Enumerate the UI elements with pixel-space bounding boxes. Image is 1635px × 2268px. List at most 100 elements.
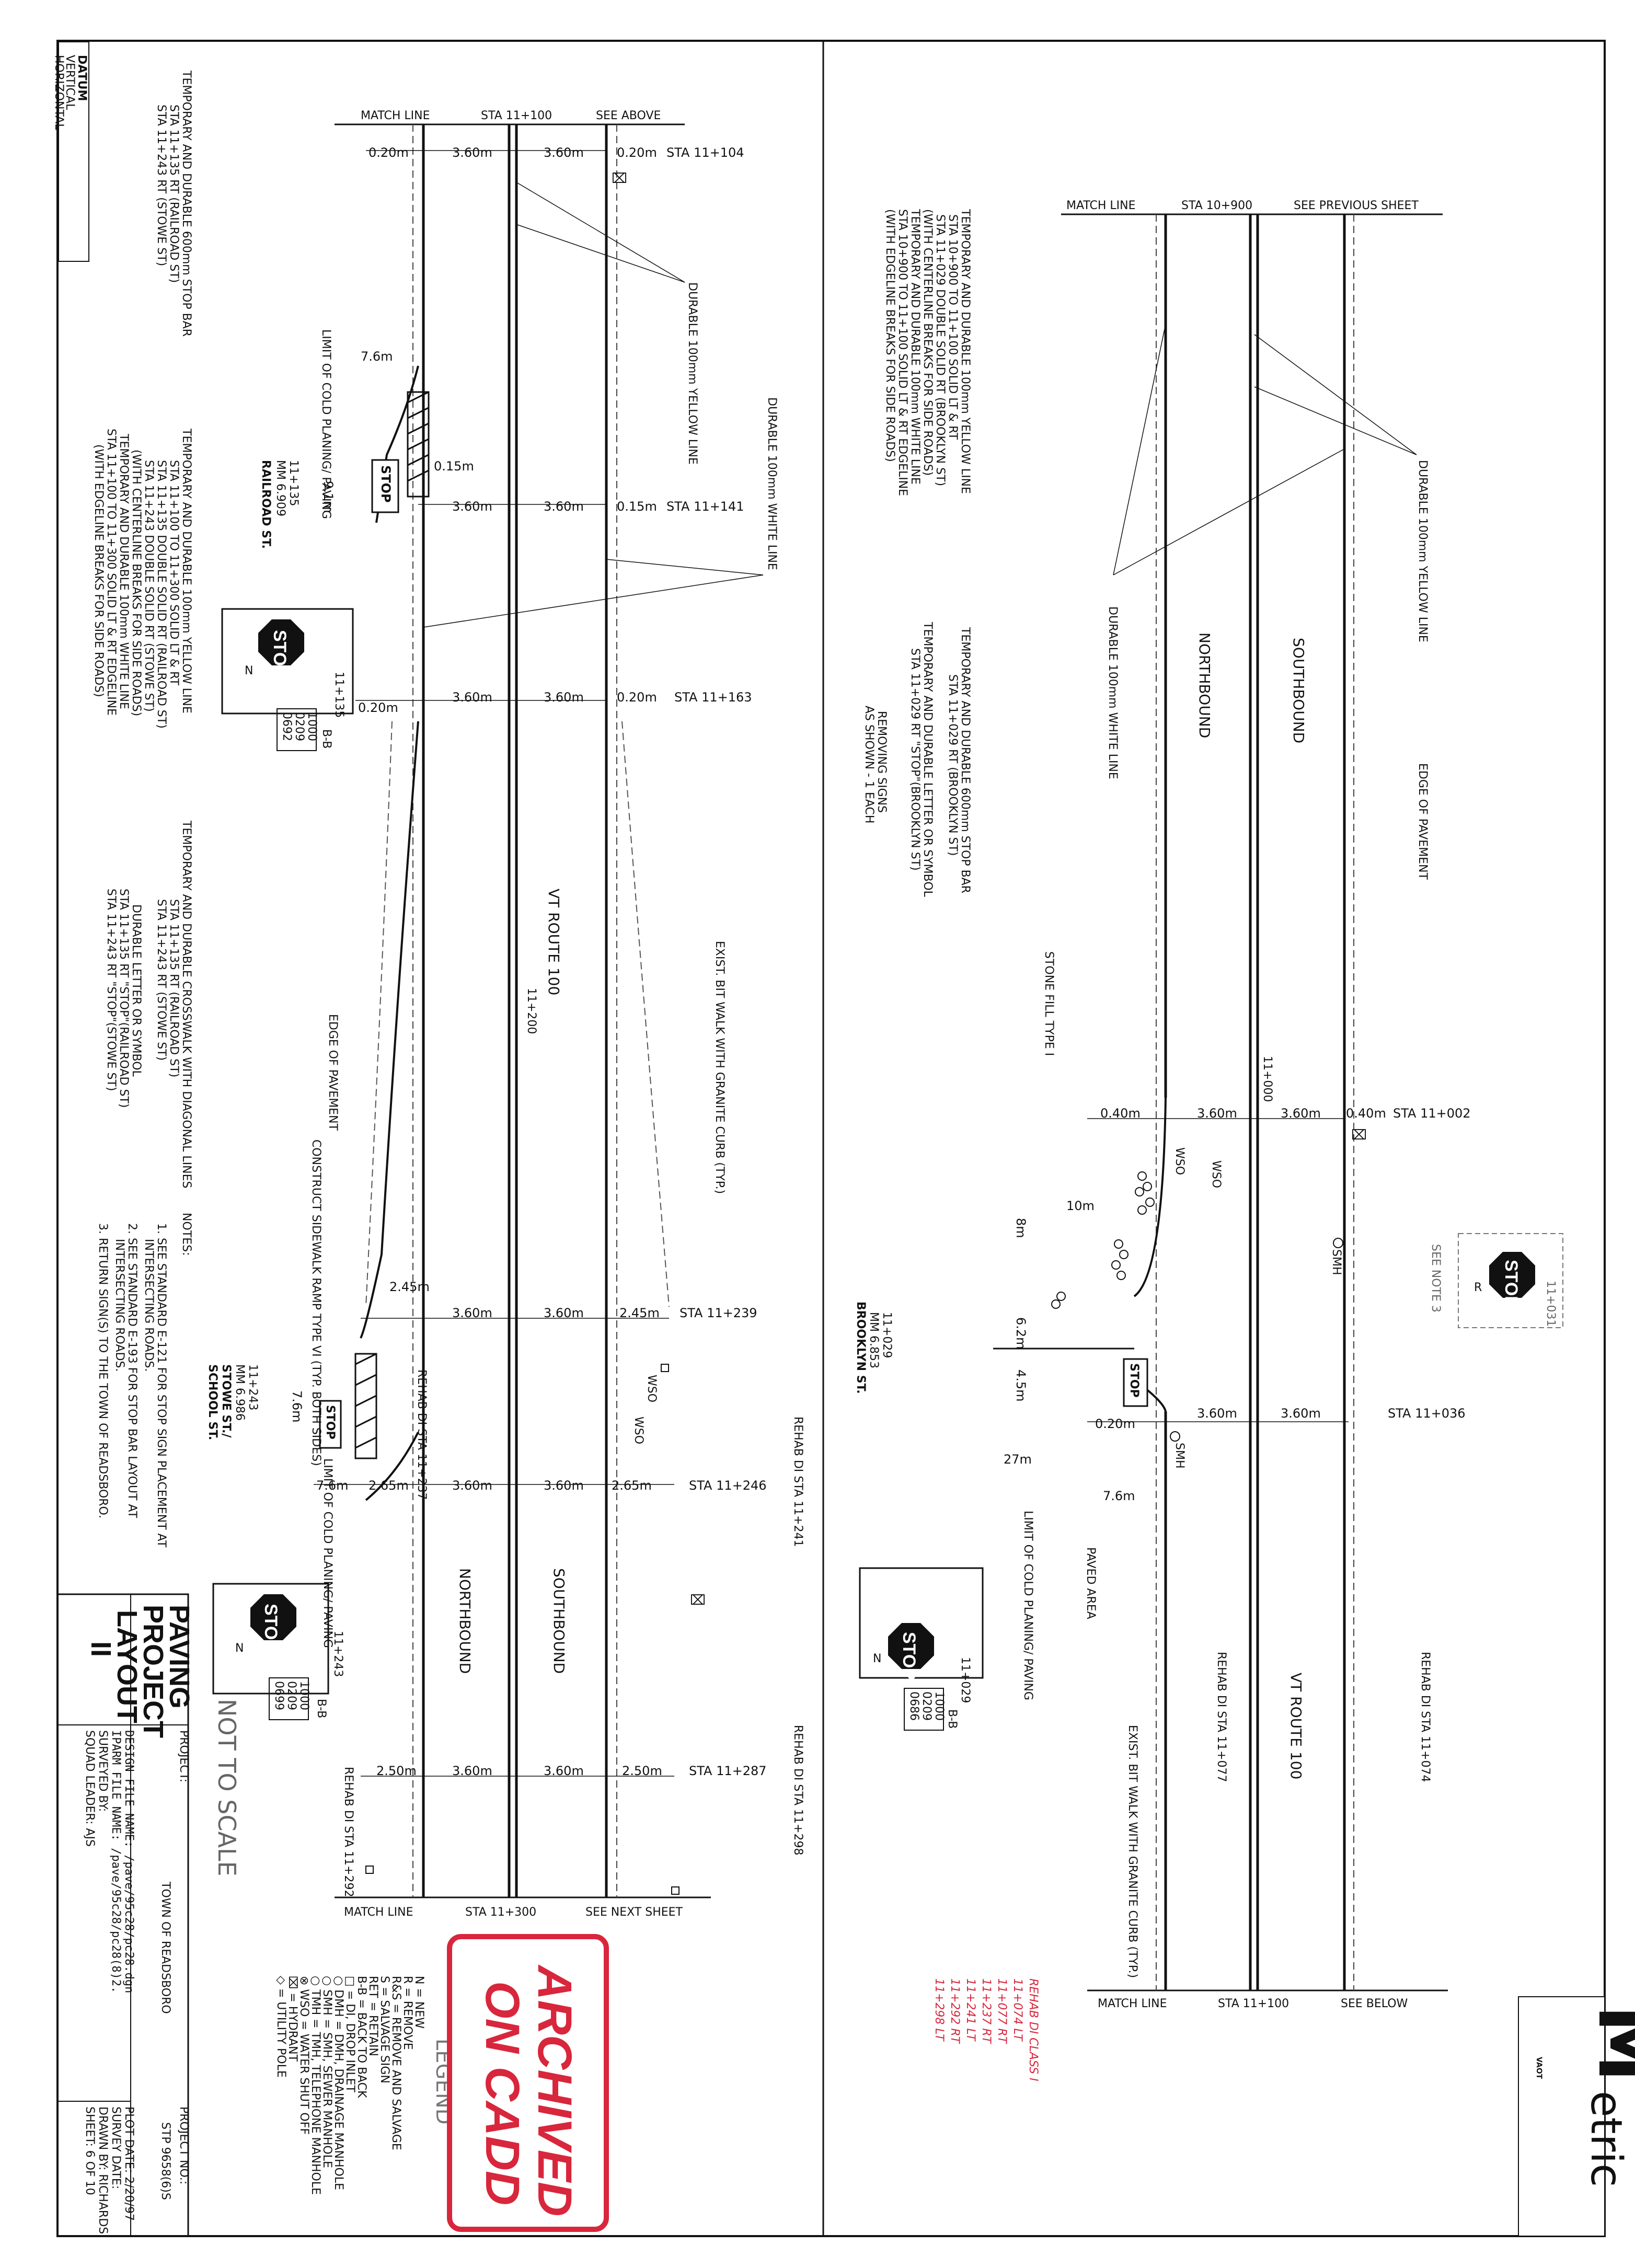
l-note-1b: INTERSECTING ROADS. [142,1239,155,1372]
left-sign-1-code-3: 0692 [280,712,293,741]
l-row3-sta: STA 11+163 [674,690,752,705]
stop-sign-icon [1489,1252,1535,1298]
l-note-3: 3. RETURN SIGN(S) TO THE TOWN OF READSBO… [96,1223,109,1518]
l-row2-c2: 3.60m [452,499,492,514]
railroad-name: RAILROAD ST. [259,460,272,549]
right-sign: STOP 11+029 B-B 1000 0209 0686 N [859,1567,984,1731]
r-note-white-2: STA 10+900 TO 11+100 SOLID LT & RT EDGEL… [896,209,909,496]
r-dim-76m: 7.6m [1103,1489,1135,1503]
stop-sign-icon [250,1594,296,1640]
legend-item-8: ○ DMH = DMH, DRAINAGE MANHOLE [332,1976,345,2190]
l-note-letter-3: STA 11+243 RT "STOP"(STOWE ST) [105,889,118,1091]
r-note-white-1: TEMPORARY AND DURABLE 100mm WHITE LINE [908,209,922,485]
l-row5-c1: 2.65m [369,1478,409,1493]
legend-item-1: N = NEW [412,1976,425,2029]
l-row2-sta: STA 11+141 [666,499,744,514]
r-row2-c2: 3.60m [1197,1406,1237,1421]
left-sign-1-n: N [245,664,253,677]
brooklyn-sta: 11+029 [880,1312,893,1358]
l-row3-c2: 3.60m [452,690,492,705]
removed-sign-r: R [1474,1281,1482,1294]
r-paved: PAVED AREA [1084,1547,1097,1619]
l-row3-c1: 0.20m [358,700,398,715]
sheet-border [56,40,1606,2237]
right-notes: TEMPORARY AND DURABLE 100mm YELLOW LINE … [862,209,972,897]
r-note-stopbar-1: TEMPORARY AND DURABLE 600mm STOP BAR [959,627,972,893]
l-note-cross-2: STA 11+135 RT (RAILROAD ST) [167,899,180,1077]
stowe-stop-marking: STOP [324,1405,337,1440]
l-row1-c1: 0.20m [369,145,409,160]
left-sign-2-stop: STOP [261,1604,281,1652]
l-row6-sta: STA 11+287 [689,1764,767,1778]
l-sidewalk: CONSTRUCT SIDEWALK RAMP TYPE VI (TYP. BO… [309,1139,323,1466]
railroad-stop-marking: STOP [378,465,393,503]
l-dim-91: 9.1m [321,481,336,513]
left-sign-1-type: B-B [320,729,333,749]
l-note-stopbar-1: TEMPORARY AND DURABLE 600mm STOP BAR [180,70,193,337]
logo-word: etric [1581,2091,1631,2187]
legend-item-9: ○ SMH = SMH, SEWER MANHOLE [320,1976,333,2168]
project-name: TOWN OF READSBORO [159,1881,172,2014]
r-sta-mid: 11+000 [1261,1056,1274,1102]
r-dim-10m: 10m [1066,1199,1095,1213]
l-note-yellow-2: STA 11+100 TO 11+300 SOLID LT & RT [167,460,180,686]
l-row5-dim: 7.6m [316,1478,349,1493]
stop-sign-icon [888,1623,934,1669]
l-durable-white: DURABLE 100mm WHITE LINE [765,397,778,570]
left-bottom-match-2: STA 11+300 [465,1906,536,1919]
l-note-letter-2: STA 11+135 RT "STOP"(RAILROAD ST) [117,889,130,1108]
left-sign-1-stop: STOP [270,630,290,678]
left-sign-2-code-2: 0209 [285,1681,298,1710]
l-note-cross-3: STA 11+243 RT (STOWE ST) [155,899,168,1061]
l-note-white-1: TEMPORARY AND DURABLE 100mm WHITE LINE [117,433,130,709]
l-note-stopbar-3: STA 11+243 RT (STOWE ST) [155,105,168,266]
l-row5-c3: 3.60m [544,1478,584,1493]
r-dim-6m: 6.2m [1014,1317,1028,1350]
l-row1-sta: STA 11+104 [666,145,744,160]
r-top-match-3: SEE PREVIOUS SHEET [1294,199,1419,212]
smh-manhole-icon [1333,1238,1343,1248]
l-note-stopbar-2: STA 11+135 RT (RAILROAD ST) [167,105,180,283]
project-no: STP 9658(6)S [159,2122,172,2200]
stone-fill [1051,1171,1155,1309]
l-note-yellow-5: (WITH CENTERLINE BREAKS FOR SIDE ROADS) [130,450,143,716]
left-sign-2-code-1: 1000 [297,1681,310,1710]
legend-item-3: R&S = REMOVE AND SALVAGE [389,1976,402,2150]
l-note-letter-1: DURABLE LETTER OR SYMBOL [130,904,143,1077]
removed-sign-stop: STOP [1501,1260,1521,1308]
logo-sub: VAOT [1535,2057,1543,2079]
title-line-3: LAYOUT [111,1610,143,1723]
r-smh-1: SMH [1330,1249,1343,1275]
l-row2-c4: 0.15m [617,499,657,514]
r-edge: EDGE OF PAVEMENT [1416,763,1429,880]
right-sign-code-1: 1000 [932,1691,946,1721]
railroad-mm: MM 6.909 [274,460,287,516]
r-southbound: SOUTHBOUND [1290,638,1307,743]
r-note-letter-1: TEMPORARY AND DURABLE LETTER OR SYMBOL [921,621,934,897]
legend-item-11: ⊗ WSO = WATER SHUT OFF [297,1976,310,2135]
r-route: VT ROUTE 100 [1287,1673,1305,1779]
r-bottom-match-1: MATCH LINE [1098,1997,1167,2010]
legend-item-13: ◇ = UTILITY POLE [274,1976,287,2078]
l-row5-c4: 2.65m [612,1478,652,1493]
left-top-match-3: SEE ABOVE [596,109,661,122]
left-top-match-2: STA 11+100 [481,109,552,122]
datum-heading: DATUM [75,55,88,101]
l-edge: EDGE OF PAVEMENT [326,1014,339,1131]
r-durable-yellow: DURABLE 100mm YELLOW LINE [1416,460,1429,642]
r-note-letter-2: STA 11+029 RT "STOP"(BROOKLYN ST) [908,648,922,871]
l-note-1a: 1. SEE STANDARD E-121 FOR STOP SIGN PLAC… [155,1223,168,1548]
l-wso-2: WSO [632,1417,645,1444]
title-block: PAVING PROJECT LAYOUT II PROJECT: TOWN O… [56,1593,195,2237]
r-rehab-1: REHAB DI STA 11+077 [1215,1652,1228,1782]
stowe-name-2: SCHOOL ST. [206,1364,219,1440]
legend-item-5: RET = RETAIN [366,1976,379,2056]
r-bottom-match-3: SEE BELOW [1341,1997,1408,2010]
surveyed-by: SURVEYED BY: [96,1730,109,1812]
r-note-yellow-2: STA 10+900 TO 11+100 SOLID LT & RT [946,214,959,440]
left-plan: MATCH LINE STA 11+100 SEE ABOVE MATCH LI… [92,70,804,1919]
legend-item-10: ○ TMH = TMH, TELEPHONE MANHOLE [309,1976,322,2195]
l-hydrant-top-icon: ⌧ [612,171,627,187]
right-sign-code-2: 0209 [920,1691,933,1721]
